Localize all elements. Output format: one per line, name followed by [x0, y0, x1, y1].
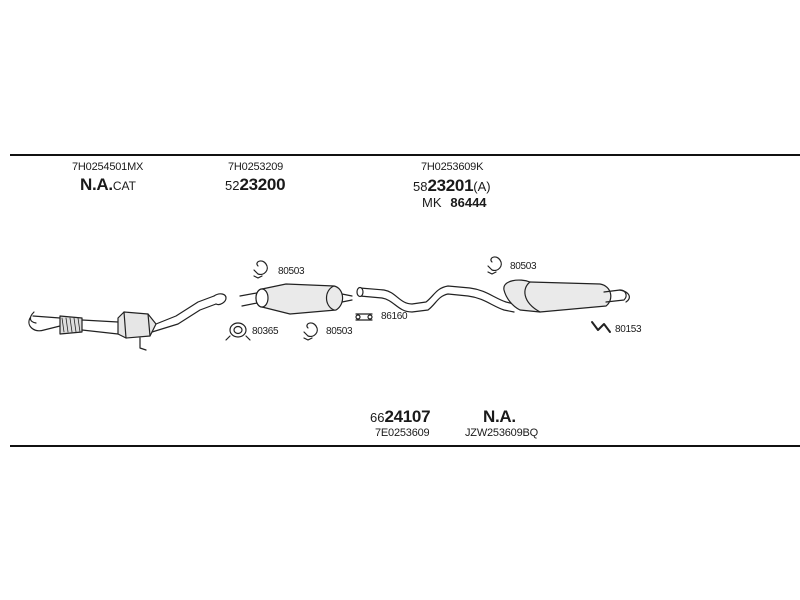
rear-suffix: (A) — [473, 179, 491, 194]
gasket — [355, 313, 373, 321]
rear-alt-prefix: MK — [422, 195, 442, 210]
middle-part-label: 5223200 — [225, 175, 286, 194]
gasket-code: 86160 — [381, 311, 408, 322]
kit-oe-number: 7E0253609 — [375, 427, 430, 439]
na-main-code: N.A. — [483, 407, 516, 426]
bottom-rule — [10, 445, 800, 447]
hanger-rear-code: 80503 — [510, 261, 537, 272]
clamp-front-code: 80365 — [252, 326, 279, 337]
na-oe-number: JZW253609BQ — [465, 427, 539, 439]
hanger-low-code: 80503 — [326, 326, 353, 337]
kit-main-code: 24107 — [384, 407, 431, 426]
hanger-mid — [253, 260, 268, 279]
hanger-rear — [487, 256, 502, 275]
front-main-code: N.A. — [80, 175, 113, 194]
front-suffix: CAT — [112, 179, 136, 193]
bracket-rear-code: 80153 — [615, 324, 642, 335]
front-oe-number: 7H0254501MX — [72, 161, 144, 173]
front-part-label: N.A.CAT — [80, 176, 136, 194]
middle-main-code: 23200 — [239, 175, 286, 194]
clamp-front — [225, 322, 251, 341]
rear-main-code: 23201 — [427, 176, 474, 195]
middle-oe-number: 7H0253209 — [228, 161, 284, 173]
rear-part-label: 5823201(A) — [413, 177, 491, 195]
top-rule — [10, 154, 800, 156]
rear-muffler — [503, 279, 630, 313]
bracket-rear — [591, 321, 611, 333]
rear-oe-number: 7H0253609K — [421, 161, 484, 173]
rear-prefix: 58 — [413, 179, 428, 194]
rear-alt-label: MK 86444 — [422, 195, 487, 211]
hanger-low — [303, 322, 318, 341]
middle-prefix: 52 — [225, 178, 240, 193]
kit-prefix: 66 — [370, 410, 385, 425]
middle-muffler — [239, 283, 353, 315]
rear-alt-code: 86444 — [450, 195, 487, 210]
hanger-mid-code: 80503 — [278, 266, 305, 277]
intermediate-pipe — [356, 285, 515, 313]
kit-part-label: 6624107 — [370, 407, 431, 426]
front-pipe-catalyst — [28, 293, 227, 351]
